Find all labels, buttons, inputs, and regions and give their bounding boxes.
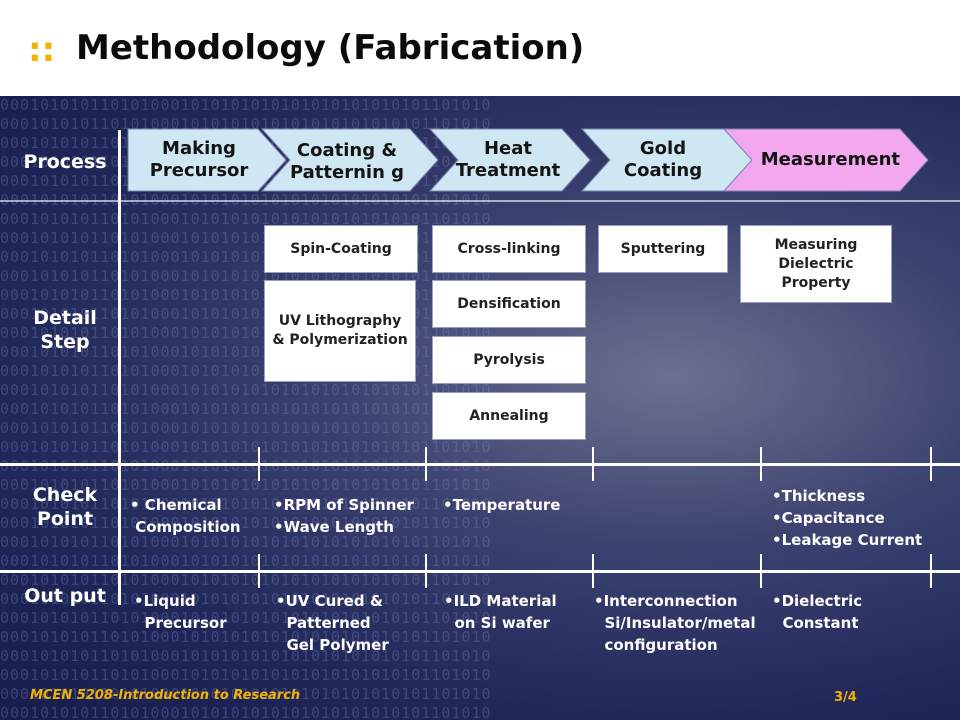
divider-output bbox=[0, 570, 960, 573]
tick-marker bbox=[425, 447, 427, 481]
tick-marker bbox=[930, 447, 932, 481]
detail-box-uv-lithography: UV Lithography & Polymerization bbox=[264, 280, 416, 382]
process-step-label: Coating & Patternin g bbox=[289, 140, 405, 183]
detail-box-sputtering: Sputtering bbox=[598, 225, 728, 273]
tick-marker bbox=[425, 554, 427, 588]
detail-box-annealing: Annealing bbox=[432, 392, 586, 440]
process-step-making-precursor: Making Precursor bbox=[134, 128, 264, 192]
output-measure: •Dielectric Constant bbox=[772, 592, 863, 632]
detail-box-spin-coating: Spin-Coating bbox=[264, 225, 418, 273]
row-label-output: Out put bbox=[24, 585, 106, 607]
output-heat: •ILD Material on Si wafer bbox=[444, 592, 557, 632]
tick-marker bbox=[592, 554, 594, 588]
row-label-detail-step: Detail Step bbox=[33, 307, 97, 353]
process-step-measurement: Measurement bbox=[730, 128, 900, 192]
output-gold: •Interconnection Si/Insulator/metal conf… bbox=[594, 592, 756, 654]
tick-marker bbox=[258, 554, 260, 588]
process-step-gold-coating: Gold Coating bbox=[604, 128, 722, 192]
row-label-process: Process bbox=[23, 151, 107, 173]
divider-checkpoint bbox=[0, 463, 960, 466]
process-step-heat-treatment: Heat Treatment bbox=[448, 128, 568, 192]
tick-marker bbox=[258, 447, 260, 481]
process-step-label: Gold Coating bbox=[623, 138, 703, 181]
detail-box-pyrolysis: Pyrolysis bbox=[432, 336, 586, 384]
checkpoint-precursor: • Chemical Composition bbox=[130, 496, 241, 536]
tick-marker bbox=[930, 554, 932, 588]
tick-marker bbox=[760, 554, 762, 588]
detail-box-densification: Densification bbox=[432, 280, 586, 328]
title-bar bbox=[0, 0, 960, 96]
checkpoint-measure: •Thickness •Capacitance •Leakage Current bbox=[772, 487, 923, 549]
title-marker: :: bbox=[28, 30, 56, 70]
checkpoint-heat: •Temperature bbox=[443, 496, 561, 514]
output-coating: •UV Cured & Patterned Gel Polymer bbox=[276, 592, 389, 654]
checkpoint-coating: •RPM of Spinner •Wave Length bbox=[274, 496, 414, 536]
detail-box-cross-linking: Cross-linking bbox=[432, 225, 586, 273]
detail-box-measuring: Measuring Dielectric Property bbox=[740, 225, 892, 303]
process-step-label: Measurement bbox=[760, 149, 900, 170]
output-precursor: •Liquid Precursor bbox=[134, 592, 227, 632]
row-label-check-point: Check Point bbox=[32, 484, 98, 530]
footer-text: MCEN 5208-Introduction to Research bbox=[30, 688, 301, 703]
vertical-axis-line bbox=[118, 130, 121, 605]
divider-process bbox=[0, 200, 960, 202]
process-step-label: Heat Treatment bbox=[455, 138, 561, 181]
slide-title: Methodology (Fabrication) bbox=[76, 28, 585, 68]
tick-marker bbox=[592, 447, 594, 481]
page-number: 3/4 bbox=[834, 690, 857, 705]
process-step-coating-patterning: Coating & Patternin g bbox=[288, 106, 406, 218]
process-step-label: Making Precursor bbox=[149, 138, 249, 181]
tick-marker bbox=[760, 447, 762, 481]
